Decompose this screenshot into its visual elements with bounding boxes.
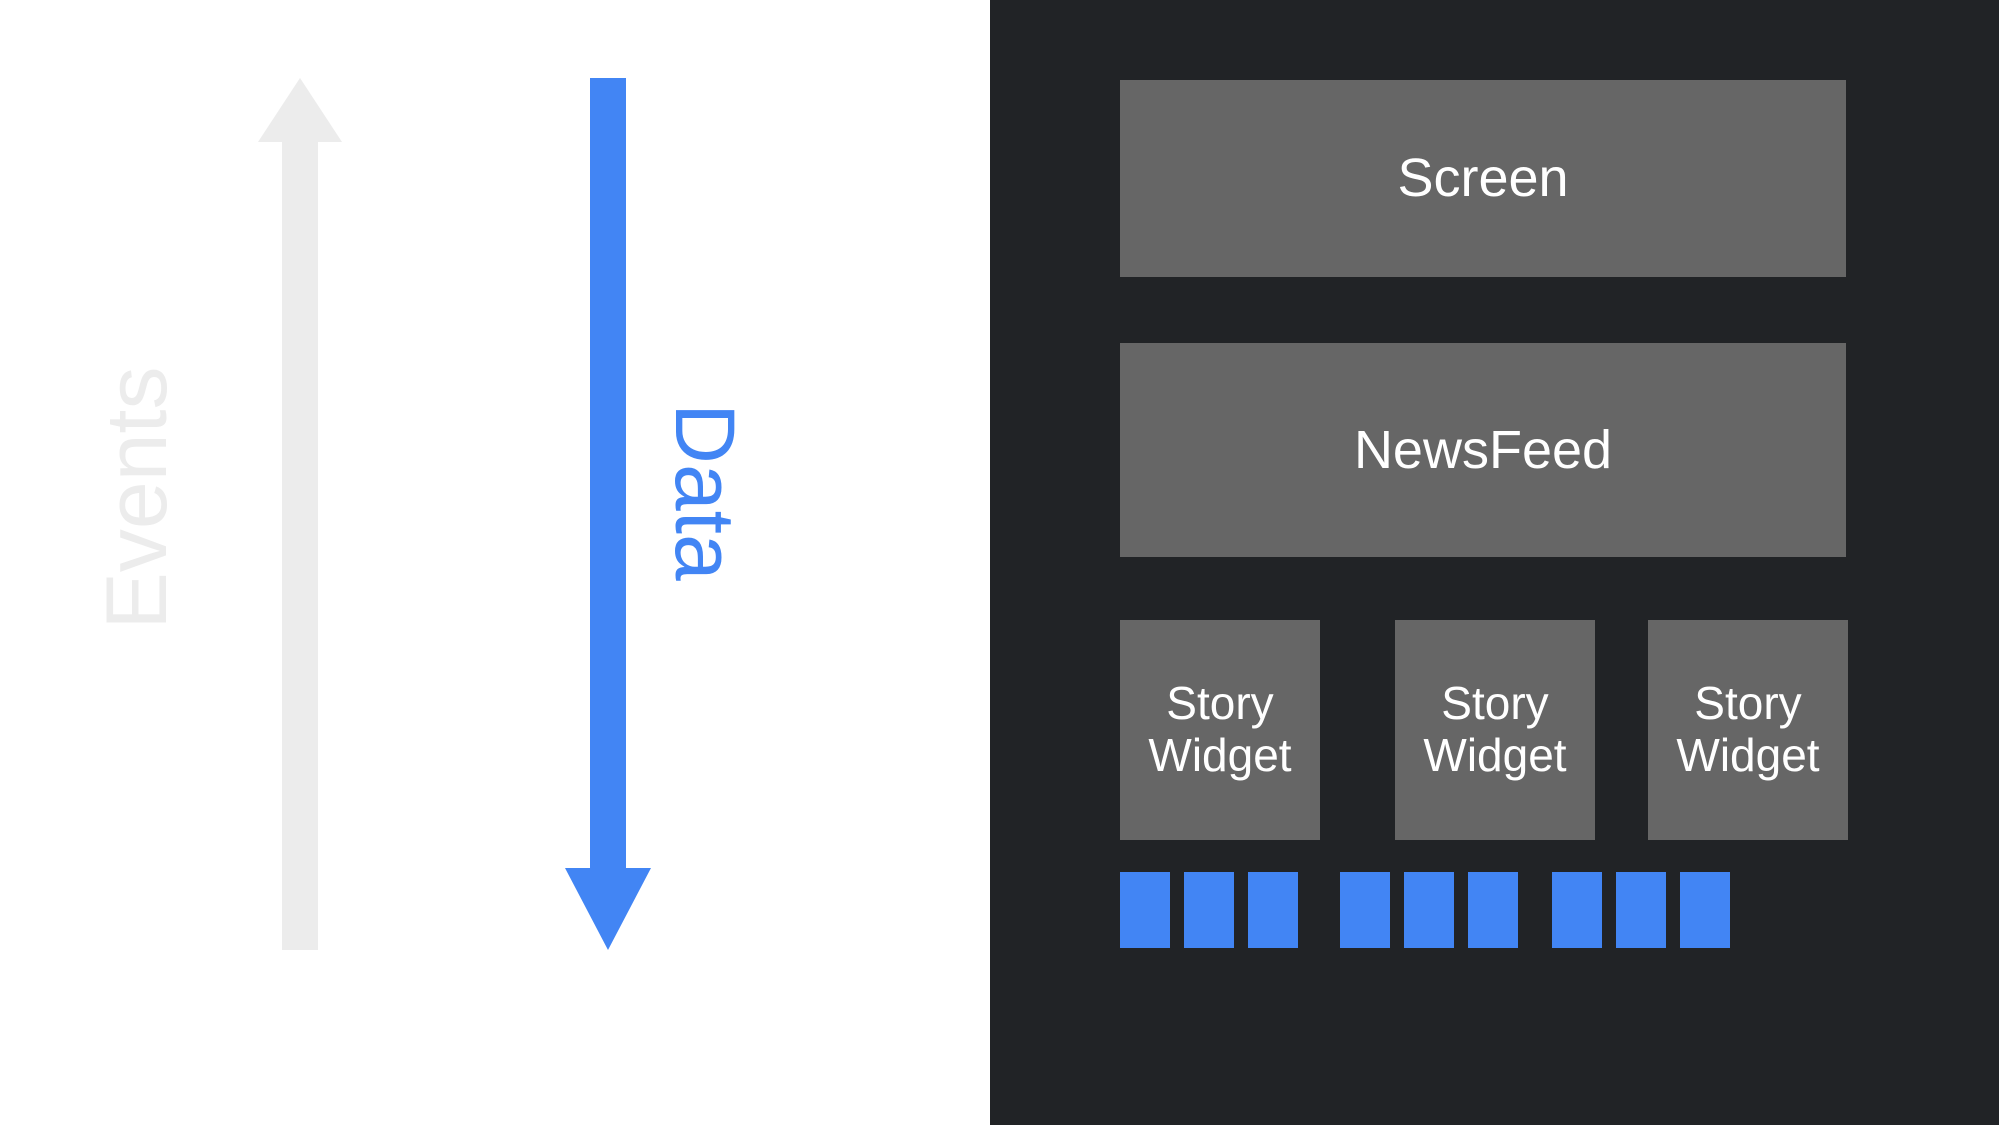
leaf-node[interactable]: [1340, 872, 1390, 948]
component-tree-panel: Screen NewsFeed Story Widget Story Widge…: [990, 0, 1999, 1125]
leaf-node[interactable]: [1680, 872, 1730, 948]
story-widget-label-line1: Story: [1694, 677, 1802, 730]
flow-legend-panel: Events Data: [0, 0, 990, 1125]
component-box-screen[interactable]: Screen: [1120, 80, 1846, 277]
story-widget-label-3: Story Widget: [1676, 678, 1819, 781]
leaf-node[interactable]: [1184, 872, 1234, 948]
story-widget-label-line1: Story: [1441, 677, 1549, 730]
leaf-node-group-1: [1120, 872, 1298, 948]
story-widget-label-line2: Widget: [1423, 729, 1567, 781]
component-box-story-widget-1[interactable]: Story Widget: [1120, 620, 1320, 840]
leaf-node[interactable]: [1552, 872, 1602, 948]
data-flow-label: Data: [658, 403, 752, 581]
story-widget-label-line2: Widget: [1676, 729, 1820, 781]
data-flow-arrow: [565, 78, 651, 950]
leaf-node[interactable]: [1248, 872, 1298, 948]
events-flow-label: Events: [89, 366, 185, 630]
leaf-node[interactable]: [1404, 872, 1454, 948]
events-arrow-icon: [258, 78, 342, 950]
story-widget-label-2: Story Widget: [1423, 678, 1566, 781]
story-widget-label-line1: Story: [1166, 677, 1274, 730]
component-box-newsfeed[interactable]: NewsFeed: [1120, 343, 1846, 557]
story-widget-label-1: Story Widget: [1148, 678, 1291, 781]
leaf-node-group-3: [1552, 872, 1730, 948]
component-box-story-widget-3[interactable]: Story Widget: [1648, 620, 1848, 840]
component-box-story-widget-2[interactable]: Story Widget: [1395, 620, 1595, 840]
story-widget-label-line2: Widget: [1148, 729, 1292, 781]
leaf-node[interactable]: [1616, 872, 1666, 948]
leaf-node-group-2: [1340, 872, 1518, 948]
data-arrow-icon: [565, 78, 651, 950]
leaf-node[interactable]: [1468, 872, 1518, 948]
events-flow-arrow: [258, 78, 342, 950]
leaf-node[interactable]: [1120, 872, 1170, 948]
